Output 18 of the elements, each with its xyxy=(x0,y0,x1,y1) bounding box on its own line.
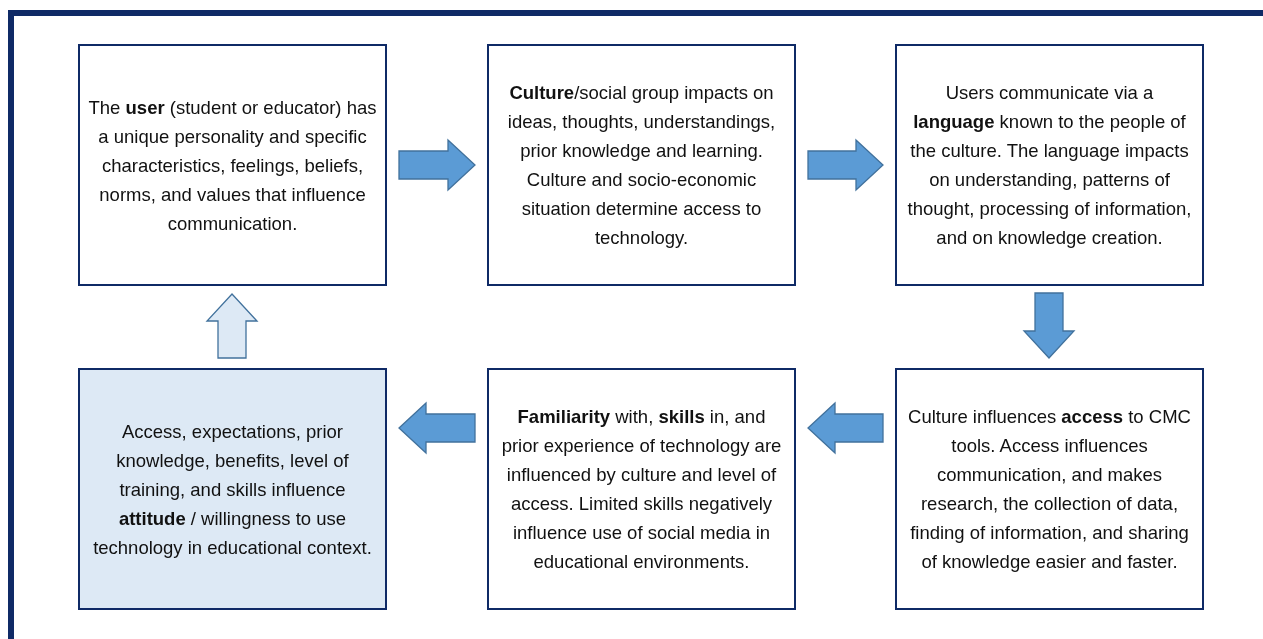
block-arrow xyxy=(205,293,259,359)
process-box xyxy=(487,368,796,610)
process-box xyxy=(895,44,1204,286)
block-arrow xyxy=(1022,292,1076,359)
process-box xyxy=(487,44,796,286)
block-arrow xyxy=(807,401,884,455)
process-box xyxy=(895,368,1204,610)
description-text: Culture influences access to CMC tools. Access influences communication, and makes research, the collection of data, finding of information, and sharing of knowledge easier and faster. xyxy=(907,405,1192,574)
block-arrow xyxy=(807,138,884,192)
description-text: Users communicate via a language known to the people of the culture. The language impacts on understanding, patterns of thought, processing of information, and on knowledge creation. xyxy=(906,81,1193,250)
process-box xyxy=(78,368,387,610)
description-text: The user (student or educator) has a unique personality and specific characteristics, feelings, beliefs, norms, and values that influence communication. xyxy=(88,95,377,236)
description-text: Familiarity with, skills in, and prior experience of technology are influenced by culture and level of access. Limited skills negatively influence use of social media in educational environments. xyxy=(500,405,783,574)
process-box xyxy=(78,44,387,286)
description-text: Culture/social group impacts on ideas, thoughts, understandings, prior knowledge and learning. Culture and socio-economic situation determine access to technology. xyxy=(506,81,777,250)
description-text: Access, expectations, prior knowledge, benefits, level of training, and skills influence attitude / willingness to use technology in educational context. xyxy=(92,419,373,560)
block-arrow xyxy=(398,401,476,455)
block-arrow xyxy=(398,138,476,192)
